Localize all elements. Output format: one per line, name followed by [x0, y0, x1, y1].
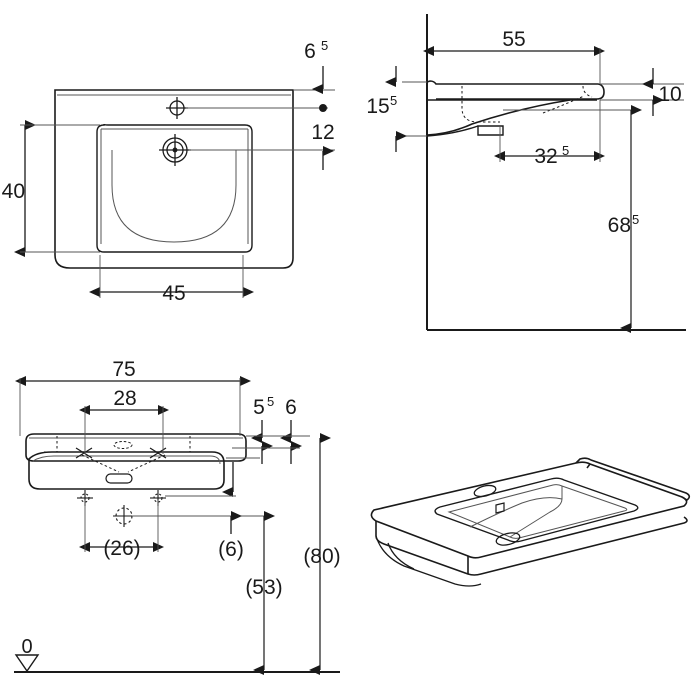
dim-side-mount-height-superscript: 5 — [632, 212, 639, 227]
plan-taphole-crosshair-right — [149, 447, 167, 459]
dim-plan-offset-a-value: 5 — [253, 396, 265, 419]
dim-side-depth: 55 — [423, 28, 605, 84]
dim-side-mount-height-value: 68 — [608, 214, 631, 237]
dim-plan-offset-b-value: 6 — [285, 396, 297, 419]
dim-plan-small-offset-value: (6) — [218, 538, 244, 561]
iso-tap-hole — [473, 484, 497, 498]
side-extension-lines — [402, 81, 684, 137]
dim-plan-bolt-spacing-value: 28 — [113, 387, 136, 410]
dim-side-bowl-depth: 32 5 — [494, 100, 605, 168]
datum-label: 0 — [21, 636, 32, 658]
iso-under-shell — [375, 535, 482, 587]
dim-side-bowl-depth-value: 32 — [534, 145, 557, 168]
dim-plan-offset-a: 5 5 — [251, 394, 274, 464]
iso-drain-hole — [495, 532, 521, 546]
side-bowl-hidden-lines — [461, 85, 593, 123]
dim-front-top-gap: 6 5 — [304, 38, 328, 94]
plan-drain-slot — [105, 473, 133, 484]
dim-plan-bolt-spacing: 28 — [79, 387, 169, 454]
view-plan-elevation: 75 28 5 5 6 — [14, 358, 341, 675]
plan-offset-extension-lines — [226, 435, 310, 459]
dim-plan-width-value: 75 — [112, 358, 135, 381]
iso-bowl-inner-edge — [447, 484, 628, 539]
dim-plan-small-offset: (6) — [218, 511, 244, 561]
dim-side-rim-thickness: 10 — [642, 68, 682, 116]
dim-side-bowl-depth-superscript: 5 — [562, 143, 569, 158]
dim-plan-offset-a-superscript: 5 — [267, 394, 274, 409]
dim-front-bowl-width: 45 — [89, 255, 254, 305]
dim-plan-lower-height-value: (53) — [245, 576, 282, 599]
dim-plan-width: 75 — [15, 358, 251, 436]
dim-side-basin-height-superscript: 5 — [390, 93, 397, 108]
dim-side-rim-thickness-value: 10 — [658, 83, 681, 106]
dim-front-bowl-height-value: 40 — [2, 180, 25, 203]
dim-plan-lower-bolt-spacing: (26) — [79, 500, 164, 560]
dim-plan-total-height-value: (80) — [303, 545, 340, 568]
front-rim-dot-marker — [319, 104, 327, 112]
front-bowl-outline — [96, 123, 253, 253]
dim-side-depth-value: 55 — [502, 28, 525, 51]
dim-side-basin-height-value: 15 — [366, 95, 389, 118]
plan-hidden-lines — [44, 436, 191, 473]
view-front-elevation: 6 5 12 40 — [2, 38, 335, 305]
dim-side-basin-height: 15 5 — [366, 66, 407, 152]
front-drain-crosshair — [159, 134, 191, 166]
dim-plan-lower-bolt-spacing-value: (26) — [103, 537, 140, 560]
view-side-section: 55 15 5 10 32 5 — [366, 14, 686, 333]
dim-front-bowl-height: 40 — [2, 120, 100, 257]
front-overflow-crosshair — [166, 97, 188, 119]
iso-back-rim — [575, 457, 691, 501]
plan-center-crosshair — [113, 505, 135, 527]
front-basin-outline — [54, 89, 294, 269]
dim-plan-offset-b: 6 — [280, 396, 302, 464]
plan-body-leader — [132, 462, 270, 517]
side-basin-lower-edge — [426, 125, 504, 137]
dim-front-rim-to-bowl-value: 12 — [311, 121, 334, 144]
side-basin-profile — [426, 80, 605, 136]
dim-side-mount-height: 68 5 — [608, 105, 642, 333]
iso-overflow-slot — [495, 502, 505, 514]
dim-front-top-gap-superscript: 5 — [321, 38, 328, 53]
iso-front-apron — [375, 516, 688, 576]
dim-front-bowl-width-value: 45 — [162, 282, 185, 305]
dim-front-top-gap-value: 6 — [304, 40, 316, 63]
front-bowl-basin-curve — [111, 150, 237, 243]
plan-body-inner-line — [32, 455, 221, 465]
dim-front-rim-to-bowl: 12 — [311, 121, 335, 170]
dim-plan-lower-height: (53) — [245, 511, 283, 675]
dim-plan-total-height: (80) — [303, 433, 341, 675]
front-bowl-inner-edge — [100, 128, 249, 244]
plan-overflow-ellipse — [113, 441, 133, 449]
datum-symbol: 0 — [14, 636, 40, 673]
iso-bowl-slope-lines — [469, 486, 563, 538]
iso-bowl-recess — [434, 477, 639, 543]
view-isometric — [370, 457, 691, 587]
plan-taphole-crosshair-left — [75, 447, 93, 459]
